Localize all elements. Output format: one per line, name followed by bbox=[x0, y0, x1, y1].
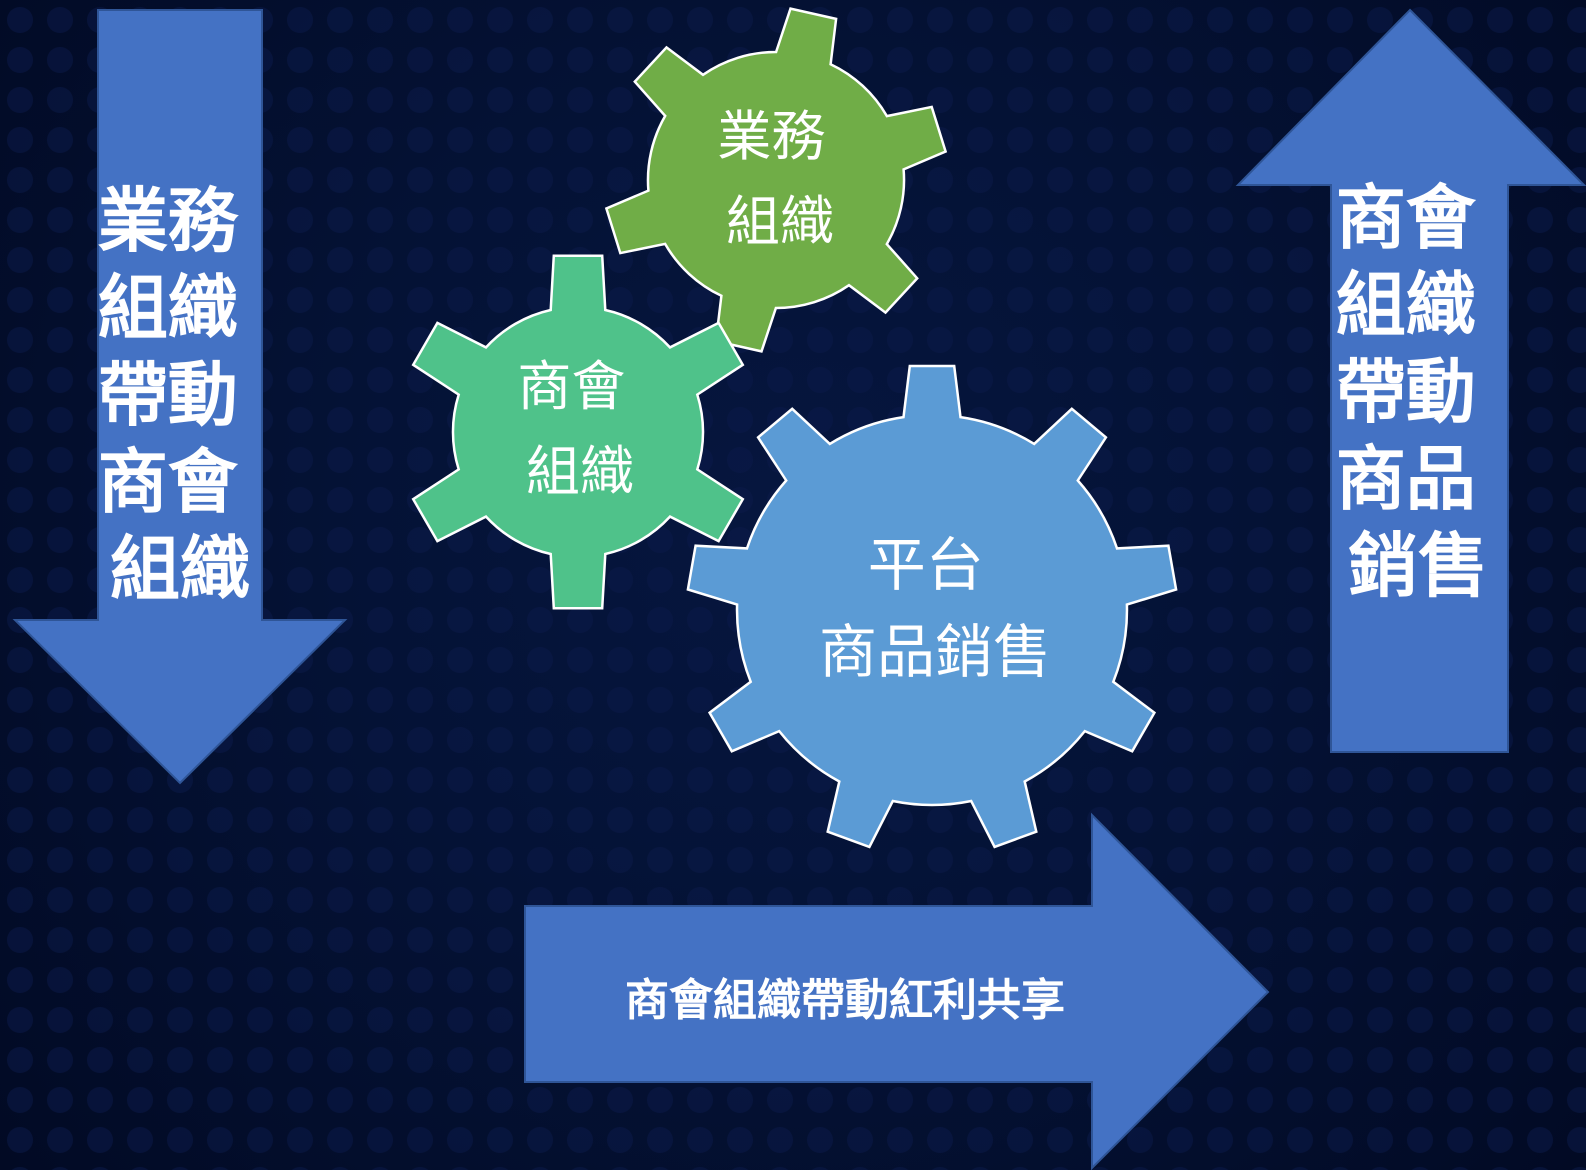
left-down-arrow-shape bbox=[12, 9, 348, 785]
left-down-arrow: 業務 組織 帶動 商會 組織 bbox=[12, 9, 348, 785]
right-arrow-line: 組織 bbox=[1336, 264, 1476, 346]
gear-platform-sales: 平台 商品銷售 bbox=[686, 364, 1178, 849]
gear-middle-label: 商會 組織 bbox=[517, 355, 642, 503]
gear-middle-shape bbox=[411, 254, 745, 610]
gear-middle-line: 商會 bbox=[517, 355, 625, 418]
gear-bottom-label: 平台 商品銷售 bbox=[819, 531, 1051, 686]
gear-middle-line: 組織 bbox=[526, 440, 634, 503]
bottom-right-arrow-shape bbox=[524, 812, 1270, 1170]
right-arrow-label: 商會 組織 帶動 商品 銷售 bbox=[1336, 177, 1500, 607]
gear-bottom-line: 平台 bbox=[868, 531, 984, 599]
right-arrow-line: 商品 bbox=[1336, 438, 1476, 520]
right-arrow-line: 銷售 bbox=[1348, 525, 1488, 607]
gear-top-label: 業務 組織 bbox=[717, 105, 842, 253]
gear-bottom-line: 商品銷售 bbox=[819, 618, 1051, 686]
gear-business-organization: 業務 組織 bbox=[604, 7, 948, 353]
left-arrow-line: 組織 bbox=[98, 267, 238, 349]
gear-bottom-shape bbox=[686, 364, 1178, 849]
left-arrow-line: 商會 bbox=[98, 441, 239, 523]
right-up-arrow: 商會 組織 帶動 商品 銷售 bbox=[1235, 8, 1586, 753]
left-arrow-line: 組織 bbox=[110, 528, 250, 610]
left-arrow-label: 業務 組織 帶動 商會 組織 bbox=[98, 180, 262, 610]
left-arrow-line: 業務 bbox=[98, 180, 240, 262]
left-arrow-line: 帶動 bbox=[98, 354, 238, 436]
gear-chamber-organization: 商會 組織 bbox=[411, 254, 745, 610]
right-up-arrow-shape bbox=[1235, 8, 1586, 753]
bottom-arrow-label: 商會組織帶動紅利共享 bbox=[625, 975, 1065, 1026]
gear-top-line: 組織 bbox=[726, 190, 834, 253]
gear-top-shape bbox=[604, 7, 948, 353]
right-arrow-line: 商會 bbox=[1336, 177, 1477, 259]
gear-top-line: 業務 bbox=[717, 105, 825, 168]
bottom-right-arrow: 商會組織帶動紅利共享 bbox=[524, 812, 1270, 1170]
right-arrow-line: 帶動 bbox=[1336, 351, 1476, 433]
